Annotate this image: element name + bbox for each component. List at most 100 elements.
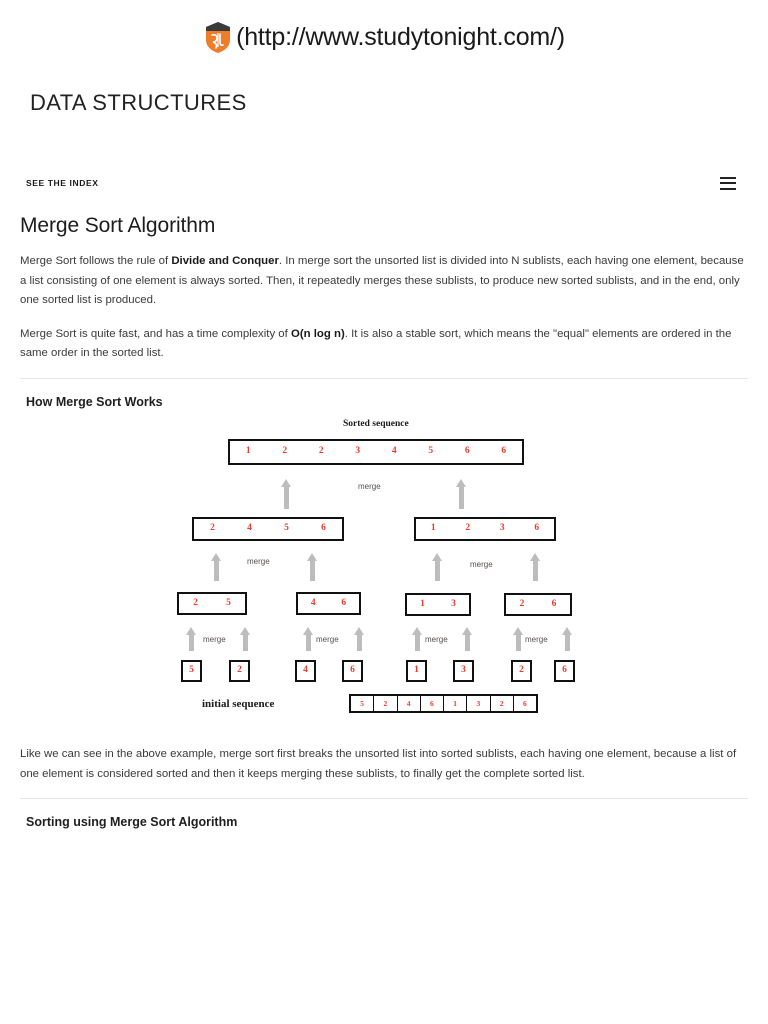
- diagram-merge-label: merge: [203, 635, 226, 645]
- merge-arrow-icon: [307, 553, 318, 582]
- diagram-strip-cell: 4: [398, 696, 421, 712]
- diagram-box: 4: [295, 660, 316, 683]
- diagram-strip-cell: 6: [514, 696, 536, 711]
- diagram-merge-label: merge: [470, 560, 493, 570]
- diagram-value: 2: [318, 446, 324, 457]
- arrow-shaft: [284, 486, 289, 510]
- arrow-shaft: [214, 560, 219, 582]
- merge-arrow-icon: [211, 553, 222, 582]
- arrow-shaft: [465, 634, 470, 652]
- paragraph-2-text-a: Merge Sort is quite fast, and has a time…: [20, 327, 291, 340]
- diagram-value: 1: [453, 698, 457, 708]
- article-paragraph-1: Merge Sort follows the rule of Divide an…: [20, 252, 748, 311]
- arrow-shaft: [310, 560, 315, 582]
- studytonight-logo-icon[interactable]: [203, 20, 233, 54]
- diagram-strip-cell: 3: [467, 696, 491, 712]
- diagram-value: 6: [523, 698, 527, 708]
- diagram-box: 6: [342, 660, 363, 683]
- section-heading-how-merge-sort-works: How Merge Sort Works: [26, 395, 163, 410]
- diagram-merge-label: merge: [425, 635, 448, 645]
- diagram-value: 6: [321, 523, 326, 534]
- merge-arrow-icon: [562, 627, 573, 652]
- index-bar: SEE THE INDEX: [20, 164, 748, 202]
- diagram-box: 6: [554, 660, 575, 683]
- arrow-head: [513, 627, 523, 636]
- diagram-value: 6: [501, 446, 507, 457]
- diagram-value: 6: [430, 698, 434, 708]
- merge-arrow-icon: [462, 627, 473, 652]
- arrow-shaft: [243, 634, 248, 652]
- arrow-head: [456, 479, 466, 488]
- article-heading: Merge Sort Algorithm: [20, 214, 216, 237]
- divide-and-conquer-emphasis: Divide and Conquer: [171, 255, 279, 267]
- arrow-head: [412, 627, 422, 636]
- diagram-value: 1: [430, 523, 436, 534]
- arrow-head: [240, 627, 250, 636]
- diagram-value: 3: [476, 698, 481, 708]
- diagram-value: 1: [245, 446, 251, 457]
- time-complexity-emphasis: O(n log n): [290, 327, 345, 340]
- diagram-value: 2: [282, 446, 288, 457]
- diagram-value: 6: [551, 598, 557, 609]
- merge-arrow-icon: [530, 553, 541, 582]
- diagram-value: 5: [189, 665, 194, 676]
- arrow-shaft: [357, 634, 362, 652]
- diagram-value: 4: [310, 597, 316, 608]
- diagram-value: 4: [391, 446, 397, 457]
- arrow-head: [432, 553, 442, 562]
- diagram-merge-label: merge: [247, 557, 270, 567]
- diagram-strip-cell: 2: [491, 696, 514, 712]
- diagram-strip-cell: 5: [351, 696, 375, 712]
- hamburger-bar: [720, 187, 736, 190]
- diagram-value: 2: [237, 665, 242, 676]
- arrow-shaft: [533, 560, 538, 582]
- merge-arrow-icon: [456, 479, 467, 510]
- diagram-value: 2: [383, 698, 388, 708]
- diagram-merge-label: merge: [316, 635, 339, 645]
- diagram-value: 5: [360, 698, 364, 708]
- site-header: (http://www.studytonight.com/): [0, 0, 768, 58]
- arrow-shaft: [306, 634, 311, 652]
- merge-arrow-icon: [303, 627, 314, 652]
- article-paragraph-3: Like we can see in the above example, me…: [20, 748, 737, 780]
- diagram-box: 2: [511, 660, 532, 683]
- arrow-head: [211, 553, 221, 562]
- diagram-strip-cell: 2: [374, 696, 398, 712]
- arrow-head: [562, 627, 572, 636]
- diagram-merge-label: merge: [525, 635, 548, 645]
- see-the-index-link[interactable]: SEE THE INDEX: [26, 178, 99, 188]
- hamburger-bar: [720, 176, 736, 179]
- merge-arrow-icon: [412, 627, 423, 652]
- brand-home-link[interactable]: (http://www.studytonight.com/): [236, 22, 565, 51]
- article: Merge Sort Algorithm Merge Sort follows …: [20, 202, 748, 409]
- diagram-value: 2: [519, 665, 524, 676]
- merge-arrow-icon: [432, 553, 443, 582]
- diagram-value: 5: [428, 446, 434, 457]
- arrow-head: [307, 553, 317, 562]
- diagram-value: 3: [355, 446, 361, 457]
- arrow-shaft: [516, 634, 521, 652]
- diagram-box: 1: [406, 660, 427, 683]
- diagram-value: 6: [562, 665, 567, 676]
- arrow-head: [303, 627, 313, 636]
- merge-arrow-icon: [186, 627, 197, 652]
- diagram-value: 2: [193, 597, 198, 608]
- diagram-value: 6: [534, 523, 540, 534]
- arrow-head: [354, 627, 364, 636]
- arrow-shaft: [565, 634, 570, 652]
- merge-arrow-icon: [513, 627, 524, 652]
- diagram-value: 3: [451, 598, 456, 609]
- diagram-box: 2: [229, 660, 250, 683]
- diagram-label-initial-sequence: initial sequence: [202, 698, 275, 711]
- arrow-shaft: [459, 486, 464, 510]
- diagram-value: 6: [341, 597, 347, 608]
- diagram-value: 2: [210, 523, 215, 534]
- hamburger-menu-icon[interactable]: [720, 176, 736, 190]
- diagram-value: 2: [499, 698, 504, 708]
